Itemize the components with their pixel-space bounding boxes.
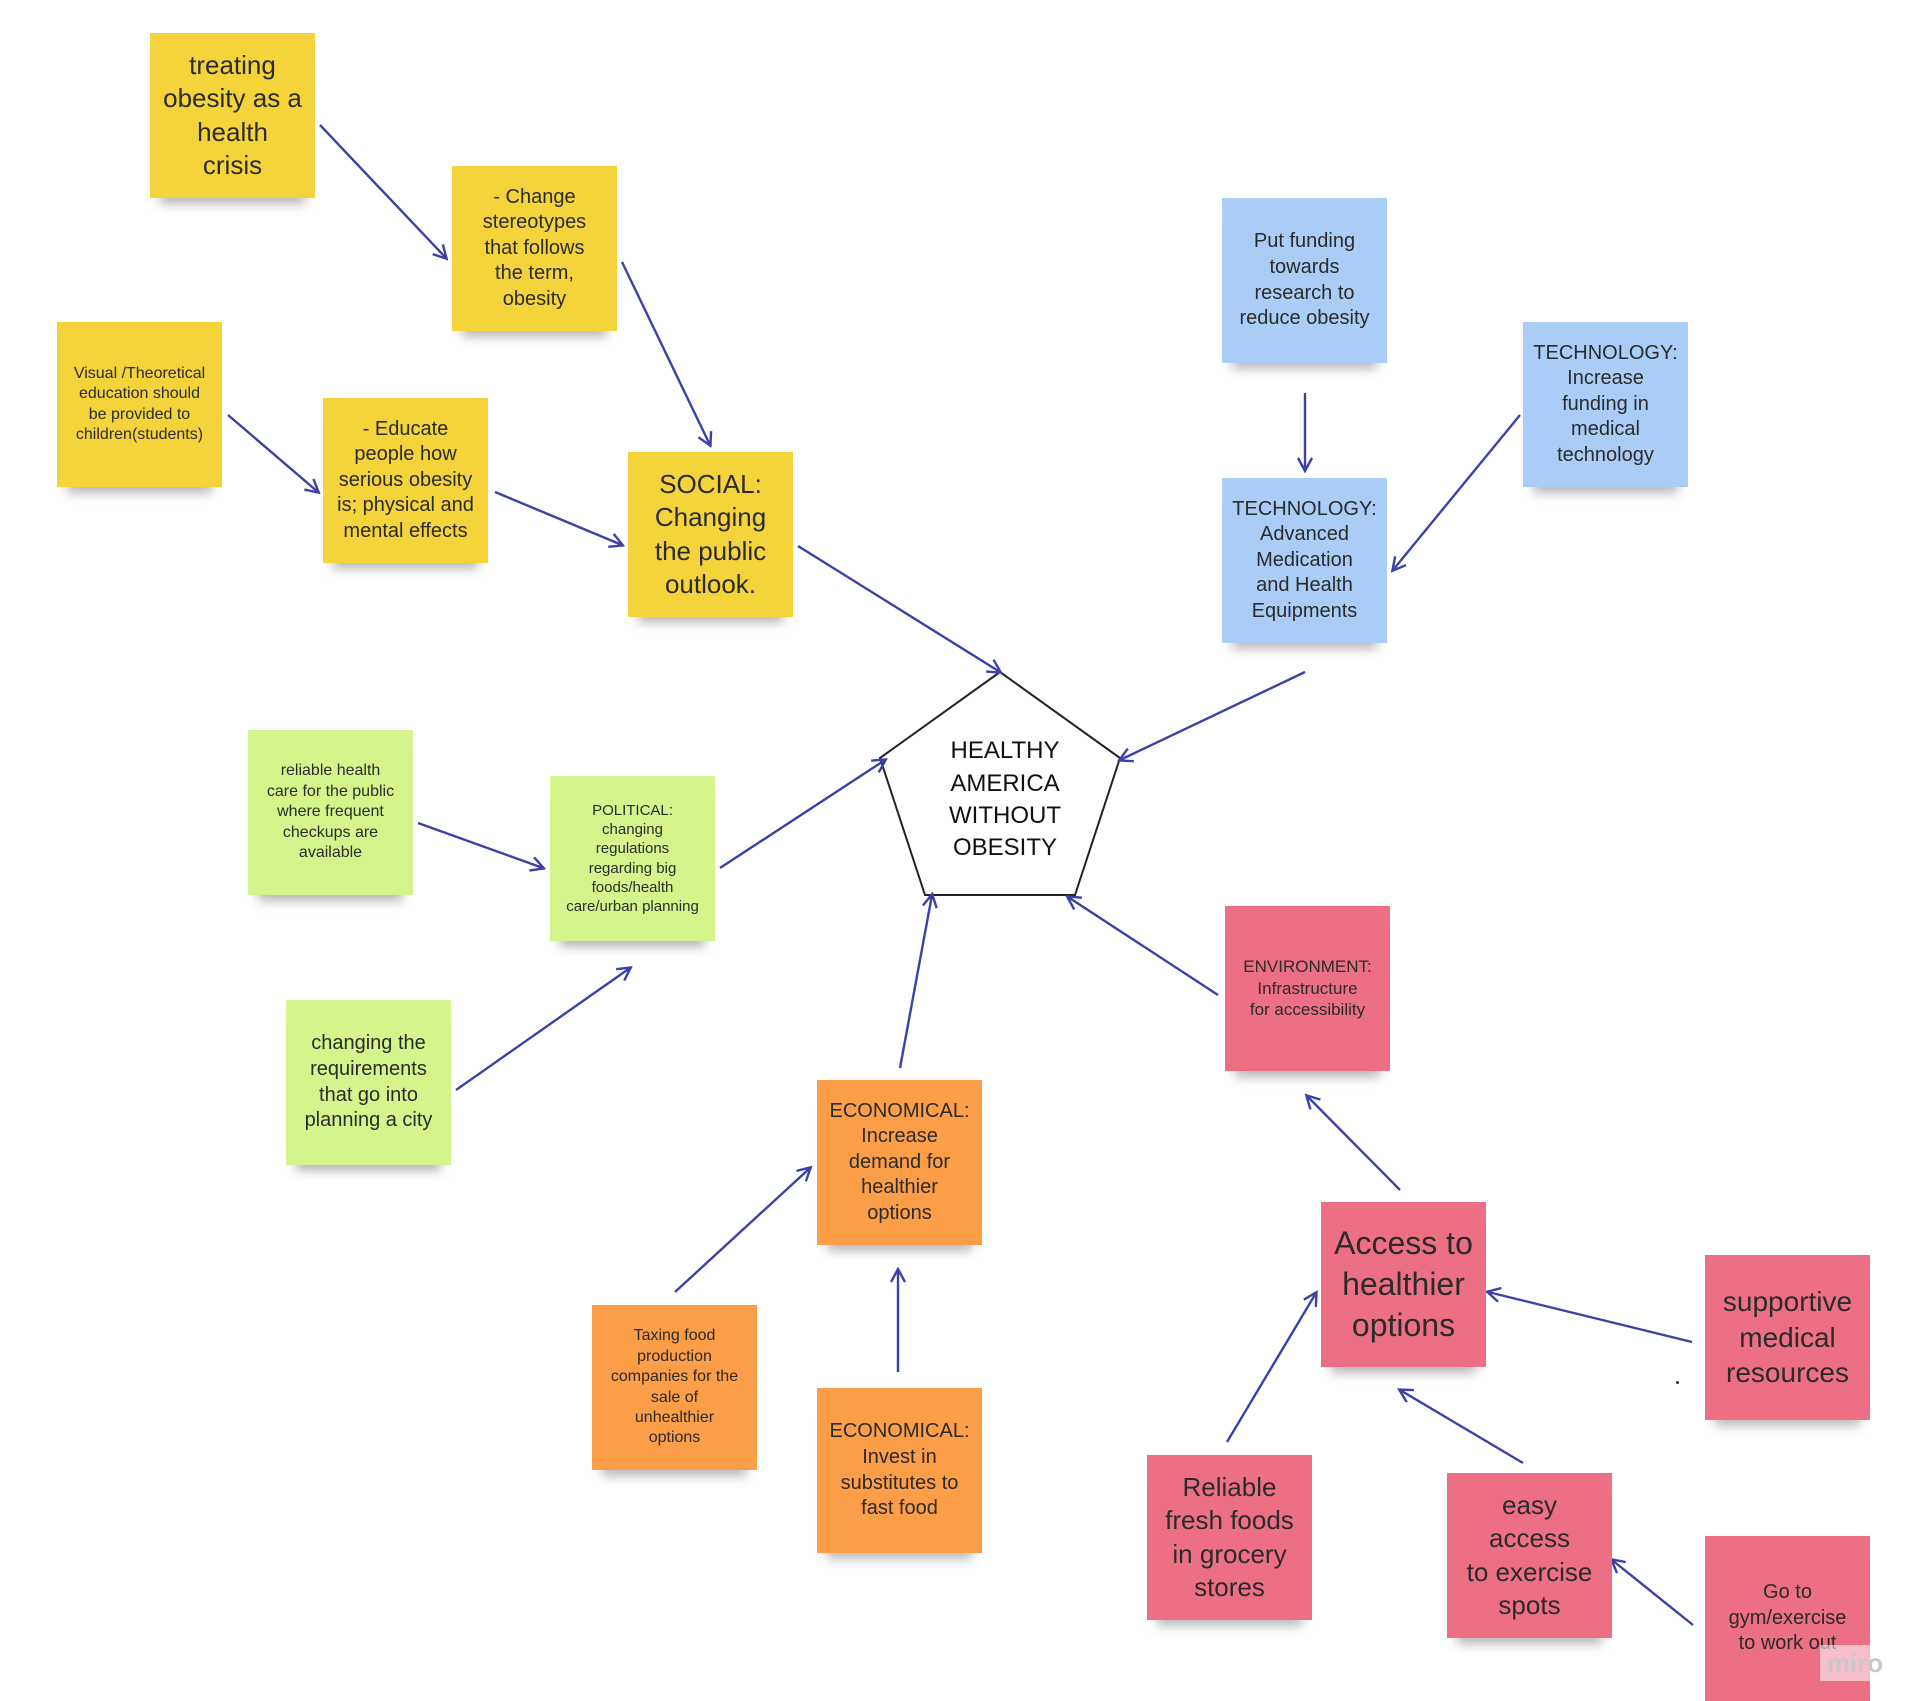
arrow-healthcare-to-political bbox=[417, 821, 543, 868]
note-city-planning[interactable]: changing the requirements that go into p… bbox=[286, 1000, 451, 1165]
note-put-funding[interactable]: Put funding towards research to reduce o… bbox=[1222, 198, 1387, 363]
arrow-stereotypes-to-social bbox=[620, 261, 710, 445]
note-social[interactable]: SOCIAL: Changing the public outlook. bbox=[628, 452, 793, 617]
stray-dot bbox=[1676, 1381, 1679, 1384]
note-economical-invest[interactable]: ECONOMICAL: Invest in substitutes to fas… bbox=[817, 1388, 982, 1553]
note-economical-demand[interactable]: ECONOMICAL: Increase demand for healthie… bbox=[817, 1080, 982, 1245]
arrow-access-to-environment bbox=[1307, 1096, 1401, 1191]
arrow-supportive-to-access bbox=[1488, 1292, 1693, 1344]
arrow-tech-to-center bbox=[1120, 670, 1306, 760]
note-visual-education[interactable]: Visual /Theoretical education should be … bbox=[57, 322, 222, 487]
arrow-treating-to-stereotypes bbox=[319, 124, 446, 258]
miro-watermark: miro bbox=[1820, 1645, 1890, 1681]
arrow-visual-to-educate bbox=[227, 414, 318, 492]
arrow-taxing-to-economical bbox=[674, 1168, 810, 1293]
note-political[interactable]: POLITICAL: changing regulations regardin… bbox=[550, 776, 715, 941]
note-supportive-medical[interactable]: supportive medical resources bbox=[1705, 1255, 1870, 1420]
arrow-educate-to-social bbox=[494, 490, 622, 545]
arrow-exercise-to-access bbox=[1400, 1390, 1524, 1465]
arrow-economical-to-center bbox=[898, 895, 932, 1069]
note-technology-advanced[interactable]: TECHNOLOGY: Advanced Medication and Heal… bbox=[1222, 478, 1387, 643]
center-goal-label: HEALTHY AMERICA WITHOUT OBESITY bbox=[949, 737, 1061, 862]
arrow-environment-to-center bbox=[1068, 897, 1219, 997]
note-reliable-fresh-foods[interactable]: Reliable fresh foods in grocery stores bbox=[1147, 1455, 1312, 1620]
note-environment[interactable]: ENVIRONMENT: Infrastructure for accessib… bbox=[1225, 906, 1390, 1071]
note-access-healthier[interactable]: Access to healthier options bbox=[1321, 1202, 1486, 1367]
arrow-city-to-political bbox=[455, 968, 630, 1091]
arrow-social-to-center bbox=[797, 544, 1000, 672]
note-technology-funding[interactable]: TECHNOLOGY: Increase funding in medical … bbox=[1523, 322, 1688, 487]
note-taxing-food[interactable]: Taxing food production companies for the… bbox=[592, 1305, 757, 1470]
note-reliable-health-care[interactable]: reliable health care for the public wher… bbox=[248, 730, 413, 895]
arrow-gym-to-exercise bbox=[1612, 1560, 1694, 1626]
note-go-to-gym[interactable]: Go to gym/exercise to work out bbox=[1705, 1536, 1870, 1701]
note-educate-people[interactable]: - Educate people how serious obesity is;… bbox=[323, 398, 488, 563]
arrow-political-to-center bbox=[719, 760, 885, 870]
note-treating-obesity[interactable]: treating obesity as a health crisis bbox=[150, 33, 315, 198]
arrow-fresh-to-access bbox=[1225, 1293, 1316, 1443]
arrow-techfund-to-tech bbox=[1393, 414, 1521, 570]
note-easy-access-exercise[interactable]: easy access to exercise spots bbox=[1447, 1473, 1612, 1638]
note-change-stereotypes[interactable]: - Change stereotypes that follows the te… bbox=[452, 166, 617, 331]
